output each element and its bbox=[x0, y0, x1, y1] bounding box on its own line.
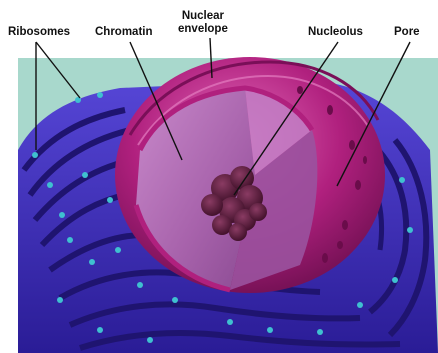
nuclear-envelope-label-line2: envelope bbox=[178, 23, 228, 36]
chromatin-label: Chromatin bbox=[95, 26, 153, 39]
nucleolus-label: Nucleolus bbox=[308, 26, 363, 39]
pore-label: Pore bbox=[394, 26, 420, 39]
nuclear-envelope-label-line1: Nuclear bbox=[178, 10, 228, 23]
nuclear-envelope-label: Nuclear envelope bbox=[178, 10, 228, 36]
ribosomes-label: Ribosomes bbox=[8, 26, 70, 39]
